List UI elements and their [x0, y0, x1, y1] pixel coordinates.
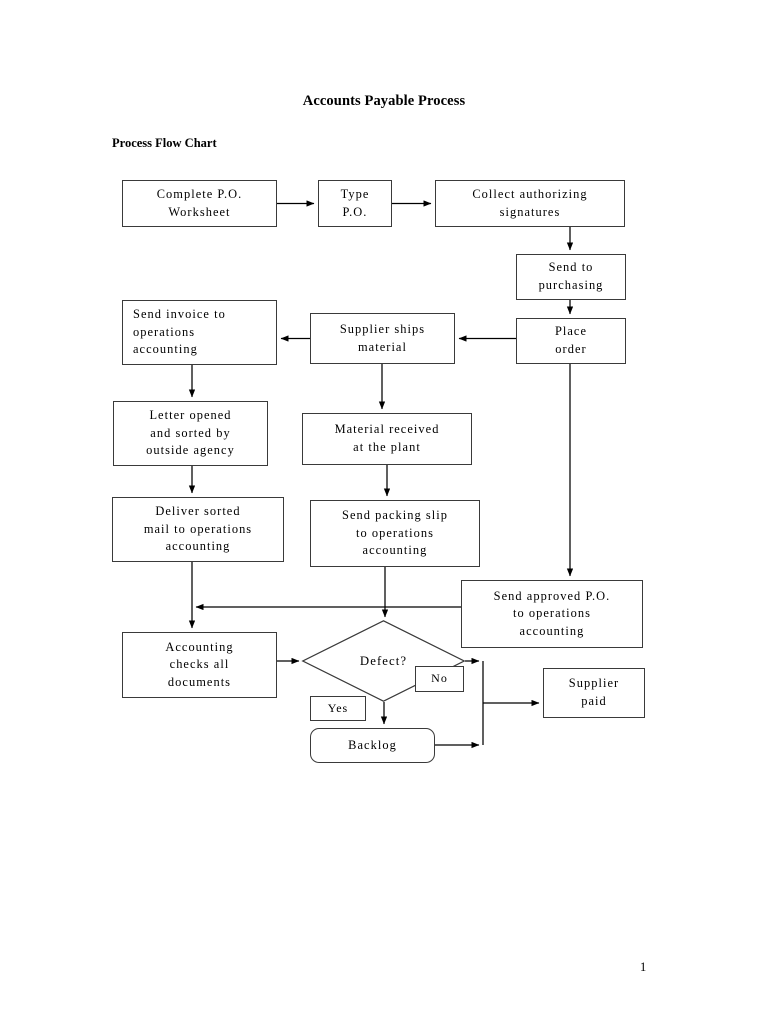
node-defect-decision[interactable]: Defect? [302, 620, 465, 702]
edge-label-no: No [415, 666, 464, 692]
section-heading: Process Flow Chart [112, 136, 217, 150]
node-label: No [431, 671, 448, 686]
node-label: Backlog [348, 737, 397, 752]
node-label: Defect? [359, 653, 408, 668]
edge-label-yes: Yes [310, 696, 366, 721]
node-complete-po[interactable]: Complete P.O.Worksheet [122, 180, 277, 227]
node-backlog[interactable]: Backlog [310, 728, 435, 763]
page-number: 1 [640, 960, 647, 974]
page-title: Accounts Payable Process [302, 93, 466, 109]
node-label: Yes [327, 700, 349, 715]
node-label: Complete P.O.Worksheet [156, 186, 243, 219]
